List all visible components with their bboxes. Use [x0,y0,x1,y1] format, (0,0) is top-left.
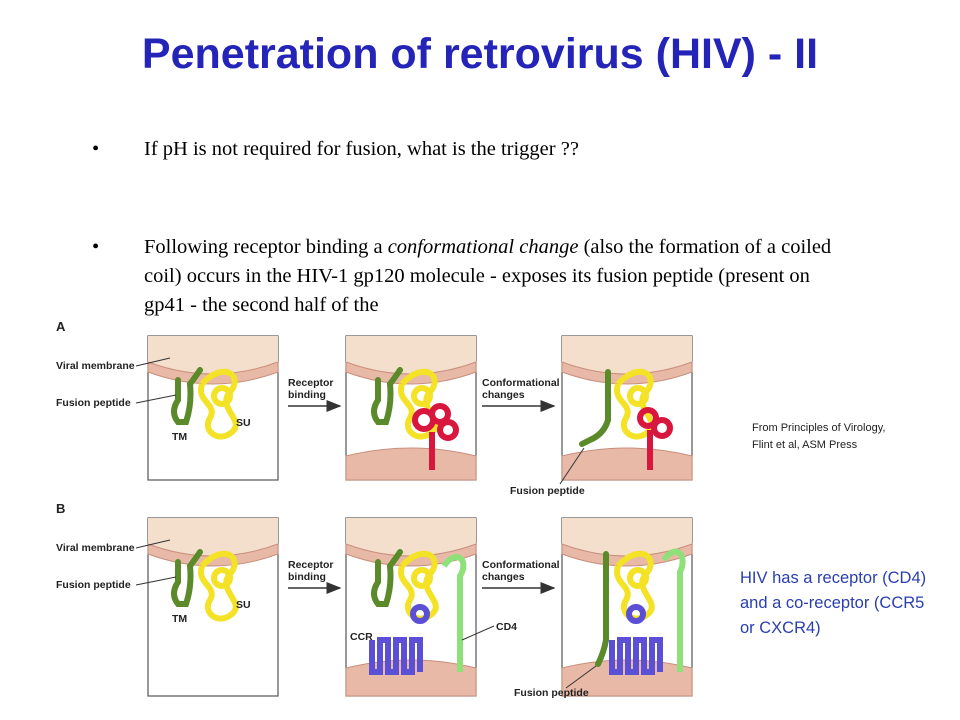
bullet-marker: • [92,236,100,258]
leader-line [565,665,597,689]
label-fusion-peptide-a: Fusion peptide [56,397,131,409]
arrow-label-changes-b: changes [482,571,525,583]
cd4-receptor [441,554,467,672]
cell-membrane [345,447,477,481]
arrow-label-binding-b: binding [288,571,326,583]
label-viral-membrane-b: Viral membrane [56,542,135,554]
panel-label-b: B [56,501,65,516]
bullet-marker: • [92,138,100,160]
panel-a-box-1 [147,335,279,481]
leader-line [135,576,177,586]
arrow-label-conformational-b: Conformational [482,559,560,571]
label-fusion-peptide-a-bottom: Fusion peptide [510,485,585,497]
label-su-b: SU [236,599,251,611]
slide-title: Penetration of retrovirus (HIV) - II [141,30,819,78]
figure-credit: From Principles of Virology, Flint et al… [752,420,885,454]
bullet-text-emphasis: conformational change [387,236,579,258]
arrow-label-changes-a: changes [482,389,525,401]
panel-a-box-3 [561,335,693,481]
viral-membrane-inner [148,336,278,374]
label-tm-a: TM [172,431,187,443]
tm-protein [171,367,203,425]
leader-line [135,357,171,367]
panel-label-a: A [56,319,66,334]
arrow-label-conformational-a: Conformational [482,377,560,389]
leader-line [559,447,585,485]
credit-line-1: From Principles of Virology, [752,422,886,434]
ccr-coreceptor [369,604,430,675]
label-cd4: CD4 [496,621,517,633]
credit-line-2: Flint et al, ASM Press [752,439,858,451]
su-protein [197,368,239,440]
label-tm-b: TM [172,613,187,625]
bullet-text-after: (also the formation of a coiled coil) oc… [144,236,832,316]
bullet-text: If pH is not required for fusion, what i… [144,138,579,160]
leader-line [135,539,171,549]
panel-b-box-2 [345,517,477,697]
label-su-a: SU [236,417,251,429]
label-viral-membrane-a: Viral membrane [56,360,135,372]
label-fusion-peptide-b: Fusion peptide [56,579,131,591]
label-ccr: CCR [350,631,373,643]
arrow-label-receptor-b: Receptor [288,559,334,571]
arrow-label-receptor-a: Receptor [288,377,334,389]
label-fusion-peptide-b-bottom: Fusion peptide [514,687,589,699]
bullet-text-before: Following receptor binding a [144,236,388,258]
panel-a-box-2 [345,335,477,481]
receptor-note: HIV has a receptor (CD4) and a co-recept… [740,569,927,637]
receptor-protein [412,403,459,470]
leader-line [461,625,495,641]
bullet-text: Following receptor binding a conformatio… [144,233,844,320]
panel-b-box-3 [561,517,693,697]
arrow-label-binding-a: binding [288,389,326,401]
panel-b-box-1 [147,517,279,697]
leader-line [135,394,177,404]
